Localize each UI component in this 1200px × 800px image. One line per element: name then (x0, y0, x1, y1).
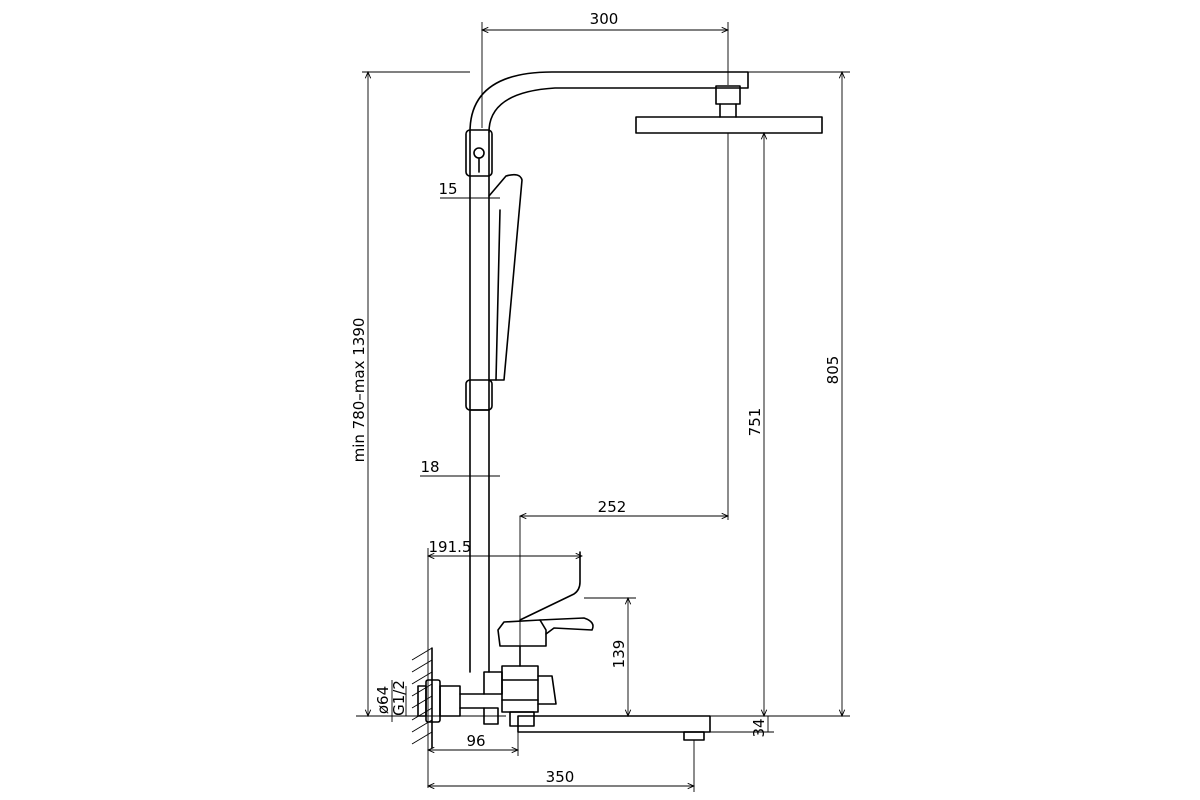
wall-connection (417, 671, 503, 725)
mixer-body (497, 619, 557, 727)
dim-mixer-depth: 191.5 (429, 538, 472, 556)
dim-connection-thread: G1/2 (390, 680, 408, 716)
dim-spout-thickness: 34 (750, 718, 768, 737)
dim-head-height-from-spout: 751 (746, 408, 764, 437)
slide-rail (465, 71, 749, 673)
dim-rail-diameter: 18 (420, 458, 439, 476)
mixer-handle (519, 551, 594, 635)
dim-head-reach: 300 (590, 10, 619, 28)
dim-rail-offset: 15 (438, 180, 457, 198)
overhead-shower-head (635, 85, 823, 134)
dimension-lines (356, 22, 850, 792)
dim-head-height-total: 805 (824, 356, 842, 385)
dim-handle-height: 139 (610, 640, 628, 669)
dim-spout-length: 350 (546, 768, 575, 786)
dim-wall-to-mixer: 96 (466, 732, 485, 750)
wall-hatching (411, 647, 433, 749)
bath-spout (517, 715, 711, 741)
dim-spout-to-head: 252 (598, 498, 627, 516)
dim-connection-diameter: ø64 (374, 686, 392, 714)
hand-shower (488, 173, 523, 381)
dim-height-range: min 780–max 1390 (350, 318, 368, 463)
